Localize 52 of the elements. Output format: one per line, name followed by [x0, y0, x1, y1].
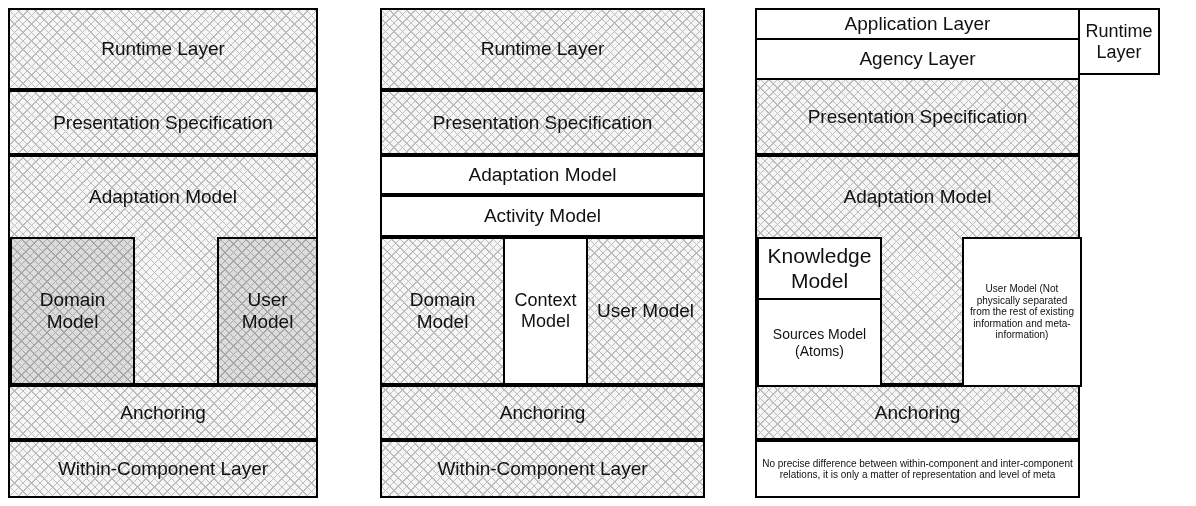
layer-box [755, 78, 1080, 155]
layer-box [755, 155, 1080, 385]
layer-box [380, 385, 705, 440]
layer-label: Adaptation Model [842, 186, 993, 208]
layer-label: Adaptation Model [467, 164, 618, 186]
layer-label: No precise difference between within-component and inter-component relations, it is only a matter of representation and level of meta [761, 457, 1074, 481]
layer-box [755, 440, 1080, 498]
layer-label: Runtime Layer [1084, 20, 1154, 63]
layer-box [503, 237, 588, 385]
layer-label: Presentation Specification [806, 105, 1029, 128]
layer-box [217, 237, 318, 385]
layer-label: Presentation Specification [431, 111, 654, 134]
layer-box [757, 298, 882, 387]
layer-label: User Model [595, 300, 696, 322]
layer-box [380, 90, 705, 155]
layer-box [8, 440, 318, 498]
layer-box [380, 155, 705, 195]
layer-label: Runtime Layer [479, 38, 606, 60]
layer-label: Adaptation Model [88, 186, 238, 208]
layer-box [380, 8, 705, 90]
layer-label: Anchoring [119, 401, 207, 424]
layer-label: Application Layer [843, 13, 992, 35]
layer-box [755, 8, 1080, 40]
layer-label: Domain Model [408, 289, 477, 333]
layer-box [10, 237, 135, 385]
layer-box [757, 237, 882, 300]
layer-label: Runtime Layer [100, 38, 226, 60]
layer-box [8, 155, 318, 385]
layer-label: Agency Layer [858, 48, 977, 70]
layer-label: Activity Model [482, 205, 603, 227]
layer-box [1078, 8, 1160, 75]
layer-label: Anchoring [873, 401, 962, 424]
layer-label: Within-Component Layer [56, 458, 270, 480]
layer-box [380, 195, 705, 237]
layer-label: Presentation Specification [52, 111, 274, 134]
layer-label: Within-Component Layer [436, 458, 649, 480]
layer-box [380, 237, 505, 385]
layer-box [755, 385, 1080, 440]
layer-label: Sources Model (Atoms) [771, 326, 868, 359]
layer-box [8, 8, 318, 90]
layer-label: Anchoring [498, 401, 587, 424]
layer-box [586, 237, 705, 385]
layer-label: User Model (Not physically separated from the rest of existing information and meta-information) [969, 283, 1075, 341]
layer-box [8, 385, 318, 440]
layer-label: Context Model [513, 290, 578, 332]
layer-box [380, 440, 705, 498]
layer-box [962, 237, 1082, 387]
layer-label: Knowledge Model [766, 244, 873, 293]
layer-label: Domain Model [38, 289, 107, 333]
layer-box [8, 90, 318, 155]
layer-box [755, 38, 1080, 80]
layer-label: User Model [240, 289, 295, 333]
